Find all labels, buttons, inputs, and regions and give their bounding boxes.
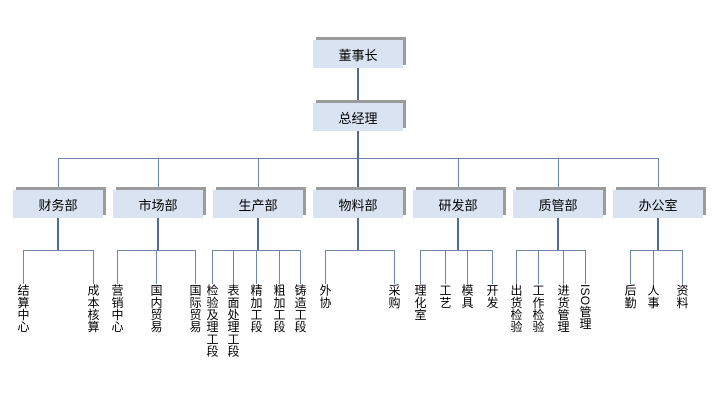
connector-drop-child bbox=[256, 250, 257, 284]
node-general-manager: 总经理 bbox=[313, 103, 403, 131]
node-marketing-dept: 市场部 bbox=[113, 190, 203, 218]
node-casting-section: 铸造工段 bbox=[293, 284, 307, 333]
node-physical-chemical-lab: 理化室 bbox=[413, 284, 427, 321]
node-rd-dept: 研发部 bbox=[413, 190, 503, 218]
connector-drop-child bbox=[325, 250, 326, 284]
connector-stub-rd bbox=[457, 218, 459, 250]
node-procurement: 采购 bbox=[387, 284, 401, 309]
connector-drop-child bbox=[682, 250, 683, 284]
connector-rail-quality bbox=[516, 250, 586, 251]
node-development: 开发 bbox=[485, 284, 499, 309]
connector-drop-finance bbox=[58, 158, 59, 190]
node-iso-management: ISO管理 bbox=[578, 284, 592, 330]
connector-drop-child bbox=[653, 250, 654, 284]
connector-stub-marketing bbox=[157, 218, 159, 250]
connector-drop-child bbox=[394, 250, 395, 284]
connector-drop-child bbox=[23, 250, 24, 284]
connector-drop-child bbox=[212, 250, 213, 284]
node-quality-dept: 质管部 bbox=[513, 190, 603, 218]
node-rough-machining-section: 粗加工段 bbox=[272, 284, 286, 333]
connector-drop-production bbox=[258, 158, 259, 190]
connector-drop-child bbox=[467, 250, 468, 284]
connector-drop-child bbox=[630, 250, 631, 284]
connector-rail-finance bbox=[23, 250, 94, 251]
node-materials-dept: 物料部 bbox=[313, 190, 403, 218]
node-chairman: 董事长 bbox=[313, 40, 403, 68]
node-incoming-management: 进货管理 bbox=[556, 284, 570, 333]
connector-drop-rd bbox=[458, 158, 459, 190]
node-production-dept: 生产部 bbox=[213, 190, 303, 218]
node-mold: 模具 bbox=[460, 284, 474, 309]
node-outgoing-inspection: 出货检验 bbox=[509, 284, 523, 333]
connector-rail-office bbox=[630, 250, 683, 251]
node-personnel: 人事 bbox=[646, 284, 660, 309]
connector-drop-office bbox=[658, 158, 659, 190]
connector-stub-production bbox=[257, 218, 259, 250]
node-settlement-center: 结算中心 bbox=[16, 284, 30, 333]
connector-drop-child bbox=[492, 250, 493, 284]
node-outsourcing: 外协 bbox=[318, 284, 332, 309]
connector-drop-child bbox=[233, 250, 234, 284]
node-fine-machining-section: 精加工段 bbox=[249, 284, 263, 333]
connector-drop-child bbox=[300, 250, 301, 284]
node-process-engineering: 工艺 bbox=[438, 284, 452, 309]
node-inspection-and-treatment-section: 检验及理工段 bbox=[205, 284, 219, 358]
node-domestic-trade: 国内贸易 bbox=[149, 284, 163, 333]
connector-rail-rd bbox=[420, 250, 493, 251]
node-finance-dept: 财务部 bbox=[13, 190, 103, 218]
connector-drop-child bbox=[445, 250, 446, 284]
connector-drop-quality bbox=[558, 158, 559, 190]
node-documents: 资料 bbox=[675, 284, 689, 309]
connector-rail-materials bbox=[325, 250, 395, 251]
connector-drop-child bbox=[156, 250, 157, 284]
node-office: 办公室 bbox=[613, 190, 703, 218]
node-international-trade: 国际贸易 bbox=[188, 284, 202, 333]
node-logistics: 后勤 bbox=[623, 284, 637, 309]
connector-drop-child bbox=[585, 250, 586, 284]
connector-drop-child bbox=[117, 250, 118, 284]
connector-drop-child bbox=[279, 250, 280, 284]
connector-drop-child bbox=[195, 250, 196, 284]
connector-drop-child bbox=[516, 250, 517, 284]
connector-stub-office bbox=[657, 218, 659, 250]
connector-drop-child bbox=[420, 250, 421, 284]
connector-drop-materials bbox=[357, 158, 359, 190]
connector-gm-stub bbox=[357, 131, 359, 158]
node-marketing-center: 营销中心 bbox=[110, 284, 124, 333]
node-work-inspection: 工作检验 bbox=[531, 284, 545, 333]
connector-drop-child bbox=[563, 250, 564, 284]
connector-drop-marketing bbox=[158, 158, 159, 190]
connector-stub-finance bbox=[57, 218, 59, 250]
connector-stub-quality bbox=[557, 218, 559, 250]
connector-root-gm bbox=[357, 68, 359, 103]
connector-stub-materials bbox=[357, 218, 359, 250]
node-cost-accounting: 成本核算 bbox=[86, 284, 100, 333]
node-surface-treatment-section: 表面处理工段 bbox=[226, 284, 240, 358]
connector-drop-child bbox=[93, 250, 94, 284]
connector-drop-child bbox=[538, 250, 539, 284]
